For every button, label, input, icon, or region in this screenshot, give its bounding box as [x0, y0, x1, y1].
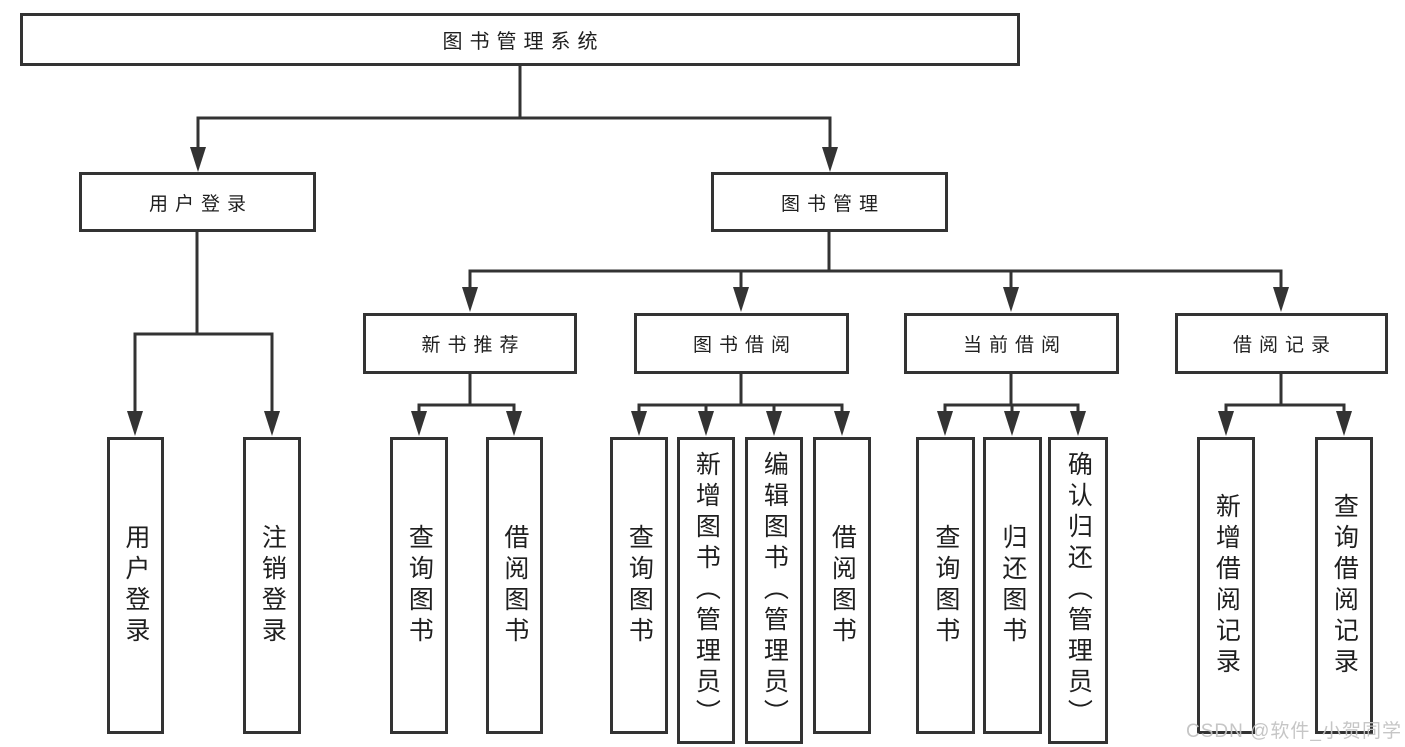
arrow-down-icon: [1336, 411, 1352, 436]
node-book-borrow: 图书借阅: [634, 313, 849, 374]
arrow-down-icon: [190, 147, 206, 172]
connector-user-login-children: [133, 230, 274, 416]
connector-level3-to-leaves: [417, 372, 1346, 416]
leaf-label: 查询图书: [625, 523, 654, 648]
arrow-down-icon: [1004, 411, 1020, 436]
watermark: CSDN @软件_小贺同学: [1186, 721, 1402, 742]
leaf-label: 注销登录: [258, 523, 287, 648]
leaf-label: 查询借阅记录: [1330, 492, 1359, 679]
arrow-down-icon: [1218, 411, 1234, 436]
leaf-add-borrow-record: 新增借阅记录: [1197, 437, 1255, 734]
leaf-confirm-return-admin: 确认归还（管理员）: [1048, 437, 1108, 744]
arrow-down-icon: [834, 411, 850, 436]
leaf-add-books-admin: 新增图书（管理员）: [677, 437, 735, 744]
arrow-down-icon: [698, 411, 714, 436]
node-label: 用户登录: [148, 193, 253, 215]
leaf-query-books-recommend: 查询图书: [390, 437, 448, 734]
arrow-down-icon: [127, 411, 143, 436]
connector-root-to-level2: [196, 63, 832, 152]
arrow-down-icon: [1003, 287, 1019, 312]
leaf-label: 借阅图书: [500, 523, 529, 648]
leaf-return-books: 归还图书: [983, 437, 1042, 734]
leaf-logout: 注销登录: [243, 437, 301, 734]
node-label: 借阅记录: [1232, 335, 1337, 356]
leaf-query-books-current: 查询图书: [916, 437, 975, 734]
arrow-down-icon: [462, 287, 478, 312]
leaf-label: 归还图书: [998, 523, 1027, 648]
leaf-query-books-borrow: 查询图书: [610, 437, 668, 734]
node-label: 新书推荐: [421, 335, 526, 356]
arrow-down-icon: [631, 411, 647, 436]
node-label: 图书借阅: [692, 335, 797, 356]
leaf-label: 查询图书: [931, 523, 960, 648]
node-label: 当前借阅: [962, 335, 1067, 356]
leaf-label: 新增图书（管理员）: [692, 451, 721, 730]
arrowhead-icons: [127, 147, 1352, 436]
arrow-down-icon: [733, 287, 749, 312]
leaf-query-borrow-record: 查询借阅记录: [1315, 437, 1373, 734]
arrow-down-icon: [1273, 287, 1289, 312]
arrow-down-icon: [411, 411, 427, 436]
leaf-borrow-books-recommend: 借阅图书: [486, 437, 543, 734]
leaf-edit-books-admin: 编辑图书（管理员）: [745, 437, 803, 744]
arrow-down-icon: [506, 411, 522, 436]
leaf-label: 新增借阅记录: [1212, 492, 1241, 679]
arrow-down-icon: [822, 147, 838, 172]
node-label: 图书管理系统: [442, 31, 605, 53]
connector-book-mgmt-to-level3: [468, 230, 1283, 292]
arrow-down-icon: [264, 411, 280, 436]
leaf-label: 确认归还（管理员）: [1064, 451, 1093, 730]
node-user-login: 用户登录: [79, 172, 316, 232]
leaf-label: 编辑图书（管理员）: [760, 451, 789, 730]
leaf-label: 查询图书: [405, 523, 434, 648]
node-new-book-recommend: 新书推荐: [363, 313, 577, 374]
leaf-user-login: 用户登录: [107, 437, 164, 734]
node-borrow-record: 借阅记录: [1175, 313, 1388, 374]
node-current-borrow: 当前借阅: [904, 313, 1119, 374]
leaf-label: 用户登录: [121, 523, 150, 648]
arrow-down-icon: [937, 411, 953, 436]
node-root-system: 图书管理系统: [20, 13, 1020, 66]
node-label: 图书管理: [780, 193, 885, 215]
leaf-label: 借阅图书: [828, 523, 857, 648]
leaf-borrow-books: 借阅图书: [813, 437, 871, 734]
arrow-down-icon: [1070, 411, 1086, 436]
arrow-down-icon: [766, 411, 782, 436]
node-book-management: 图书管理: [711, 172, 948, 232]
